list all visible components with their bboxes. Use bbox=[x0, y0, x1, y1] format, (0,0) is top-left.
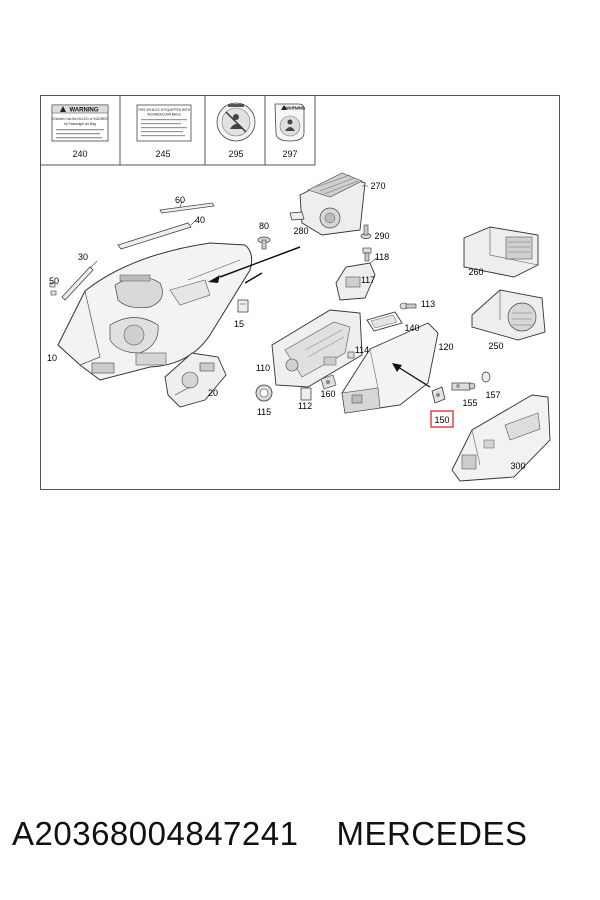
header-label-295: 295 bbox=[228, 149, 243, 159]
arrow-icon bbox=[392, 363, 402, 372]
air-vent-unit-270 bbox=[299, 172, 366, 236]
leader-line-150 bbox=[397, 366, 431, 388]
clip-112 bbox=[300, 387, 312, 401]
brand-name: MERCEDES bbox=[336, 815, 528, 852]
callout-150: 150 bbox=[434, 415, 449, 425]
clip-114 bbox=[347, 351, 355, 359]
callout-30: 30 bbox=[78, 252, 88, 262]
bracket-117 bbox=[335, 256, 379, 301]
callout-40: 40 bbox=[195, 215, 205, 225]
arrow-icon bbox=[208, 275, 220, 283]
warning-sticker-240: WARNING Children Can Be KILLED or INJURE… bbox=[51, 104, 109, 142]
callout-80: 80 bbox=[259, 221, 269, 231]
callout-260: 260 bbox=[468, 267, 483, 277]
callout-113: 113 bbox=[421, 299, 435, 309]
trim-strip-40 bbox=[117, 222, 192, 250]
callout-110: 110 bbox=[256, 363, 270, 373]
clip-160 bbox=[320, 374, 337, 390]
callout-160: 160 bbox=[320, 389, 335, 399]
header-label-297: 297 bbox=[282, 149, 297, 159]
callout-155: 155 bbox=[462, 398, 477, 408]
header-label-240: 240 bbox=[72, 149, 87, 159]
screw-80 bbox=[257, 236, 271, 250]
callout-labels: 60 40 30 50 10 80 15 20 270 280 290 260 … bbox=[47, 181, 526, 471]
leader-line-dashboard-arrow bbox=[244, 272, 263, 284]
sticker-240-title: WARNING bbox=[70, 108, 99, 114]
sticker-297-title: WARNING bbox=[285, 106, 305, 111]
callout-118: 118 bbox=[375, 252, 389, 262]
callout-120: 120 bbox=[438, 342, 453, 352]
ring-157 bbox=[481, 371, 491, 383]
parts-diagram: WARNING Children Can Be KILLED or INJURE… bbox=[40, 95, 560, 490]
callout-280: 280 bbox=[293, 226, 308, 236]
highlight-box-150 bbox=[430, 410, 454, 428]
part-caption: A20368004847241 MERCEDES bbox=[0, 808, 600, 860]
callout-115: 115 bbox=[257, 407, 271, 417]
prohibited-icon bbox=[225, 111, 247, 133]
airbag-off-label-295 bbox=[216, 102, 256, 142]
sticker-240-line-1: Children Can Be KILLED or INJURED bbox=[52, 117, 108, 121]
passenger-icon bbox=[233, 114, 239, 120]
screw-290 bbox=[360, 224, 372, 239]
callout-60: 60 bbox=[175, 195, 185, 205]
callout-140: 140 bbox=[404, 323, 419, 333]
warning-triangle-icon bbox=[60, 106, 66, 112]
callout-117: 117 bbox=[361, 275, 375, 285]
parts-diagram-svg: WARNING Children Can Be KILLED or INJURE… bbox=[40, 95, 560, 490]
warning-triangle-icon bbox=[281, 105, 287, 110]
part-number: A20368004847241 bbox=[12, 815, 299, 852]
screw-118 bbox=[362, 247, 372, 262]
callout-20: 20 bbox=[208, 388, 218, 398]
knee-panel-300 bbox=[451, 394, 551, 482]
bolt-113 bbox=[399, 302, 417, 310]
sticker-245-line-2: ADVANCED AIR BAGS bbox=[147, 113, 180, 117]
frame-140 bbox=[366, 311, 403, 332]
callout-157: 157 bbox=[485, 390, 500, 400]
sticker-240-line-2: by Passenger Air Bag bbox=[64, 122, 96, 126]
callout-270: 270 bbox=[370, 181, 385, 191]
trim-strip-60 bbox=[159, 202, 215, 214]
ring-115 bbox=[255, 384, 273, 402]
clip-280 bbox=[289, 211, 305, 221]
warning-label-297: WARNING bbox=[274, 103, 305, 142]
callout-114: 114 bbox=[355, 345, 369, 355]
callout-112: 112 bbox=[298, 401, 312, 411]
damper-150 bbox=[431, 386, 446, 404]
dashboard-body-10 bbox=[57, 242, 253, 381]
callout-300: 300 bbox=[510, 461, 525, 471]
sticker-245-line-1: THIS VEHICLE IS EQUIPPED WITH bbox=[138, 108, 191, 112]
clip-50 bbox=[49, 282, 57, 296]
callout-10: 10 bbox=[47, 353, 57, 363]
bracket-20 bbox=[164, 352, 227, 408]
header-label-245: 245 bbox=[155, 149, 170, 159]
air-vent-unit-250 bbox=[471, 289, 546, 341]
callout-50: 50 bbox=[49, 276, 59, 286]
info-sticker-245: THIS VEHICLE IS EQUIPPED WITH ADVANCED A… bbox=[136, 104, 192, 142]
glovebox-lid-120 bbox=[341, 322, 439, 414]
glovebox-housing-110 bbox=[271, 309, 363, 388]
clip-15 bbox=[237, 299, 249, 313]
air-vent-grille-260 bbox=[463, 226, 539, 278]
lock-cylinder-155 bbox=[451, 382, 476, 391]
callout-290: 290 bbox=[374, 231, 389, 241]
leader-line-dashboard-to-vent bbox=[219, 246, 301, 278]
callout-250: 250 bbox=[488, 341, 503, 351]
side-strip-30 bbox=[61, 266, 94, 301]
callout-15: 15 bbox=[234, 319, 244, 329]
